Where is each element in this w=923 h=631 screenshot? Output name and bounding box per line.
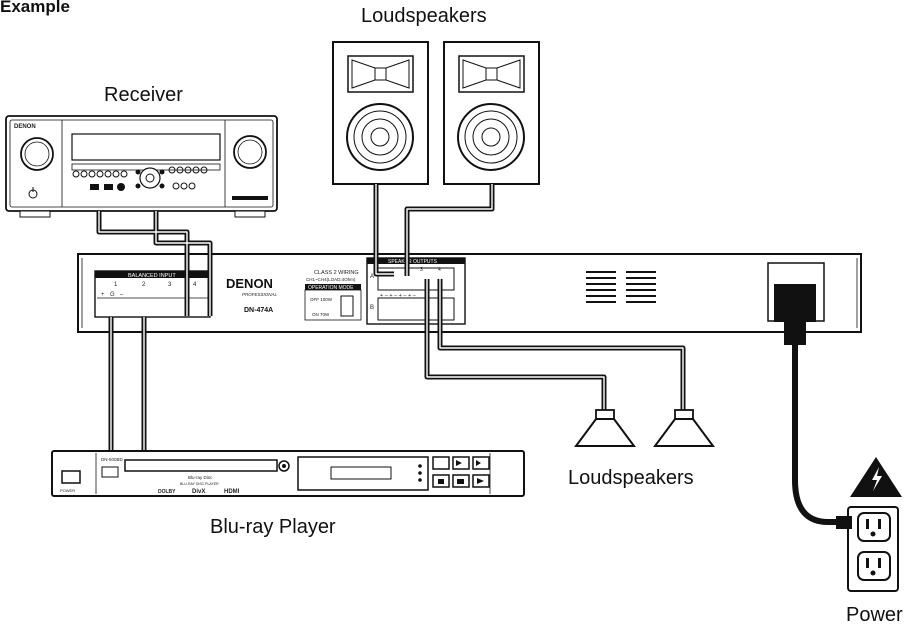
- bluray-power-label: POWER: [60, 488, 75, 493]
- amp-input-pin-plus: +: [101, 292, 105, 298]
- amp-speaker-header: SPEAKER OUTPUTS: [388, 259, 438, 265]
- amp-input-2-number: 2: [142, 282, 146, 288]
- bluray-label: Blu-ray Player: [210, 516, 336, 538]
- amp-op-on: ON 70W: [312, 312, 330, 317]
- amp-row-a: A: [370, 274, 374, 280]
- bluray-logo-hdmi: HDMI: [224, 489, 240, 495]
- amp-brand-sub: PROFESSIONAL: [242, 292, 278, 297]
- amp-input-pin-g: G: [110, 292, 115, 298]
- wall-outlet: [836, 506, 899, 592]
- amp-row-b: B: [370, 305, 374, 311]
- amp-op-mode-header: OPERATION MODE: [308, 285, 354, 291]
- amp-model: DN-474A: [244, 307, 273, 314]
- bluray-logo: Blu-ray Disc: [188, 475, 213, 480]
- amp-input-pin-minus: –: [120, 292, 124, 298]
- receiver-device: DENON: [5, 115, 278, 218]
- receiver-label: Receiver: [104, 84, 183, 106]
- power-label: Power: [846, 604, 903, 626]
- bluray-power-button: POWER: [60, 470, 81, 493]
- receiver-nav-dial: [135, 167, 165, 189]
- amp-input-4-number: 4: [193, 282, 197, 288]
- amp-speaker-4-number: 4: [438, 267, 441, 273]
- loudspeaker-top-left: [332, 41, 429, 185]
- bluray-logo-divx: DivX: [192, 489, 205, 495]
- loudspeakers-bottom-label: Loudspeakers: [568, 467, 694, 489]
- diagram-title: Example: [0, 0, 70, 16]
- power-plug: [774, 284, 816, 345]
- amplifier-device: BALANCED INPUT 1 2 3 4 + G – DENON PROFE…: [77, 253, 862, 333]
- amp-inputs-header: BALANCED INPUT: [128, 273, 176, 279]
- bluray-brand: DN-500BD: [101, 457, 124, 462]
- loudspeaker-top-right: [443, 41, 540, 185]
- amp-input-3-number: 3: [168, 282, 172, 288]
- amp-brand: DENON: [226, 276, 273, 291]
- amp-class2-line2: CH1~CH4(LOAD:4Ohm): [306, 277, 356, 282]
- receiver-brand: DENON: [14, 124, 36, 130]
- warning-icon: [850, 457, 902, 497]
- bluray-device: POWER DN-500BD Blu-ray Disc BLU-RAY DISC…: [51, 450, 525, 497]
- amp-speaker-3-number: 3: [420, 267, 423, 273]
- loudspeakers-top-label: Loudspeakers: [361, 5, 487, 27]
- bluray-logo-dolby: DOLBY: [158, 489, 176, 495]
- amp-op-off: OFF 100W: [310, 297, 333, 302]
- bluray-player-label: BLU-RAY DISC PLAYER: [180, 482, 219, 486]
- loudspeaker-bottom-left: [574, 409, 636, 447]
- loudspeaker-bottom-right: [653, 409, 715, 447]
- amp-input-1-number: 1: [114, 282, 118, 288]
- receiver-power-icon: [28, 187, 38, 199]
- amp-speaker-pins: + – + – + – + –: [380, 293, 417, 299]
- amp-class2-line1: CLASS 2 WIRING: [314, 270, 359, 276]
